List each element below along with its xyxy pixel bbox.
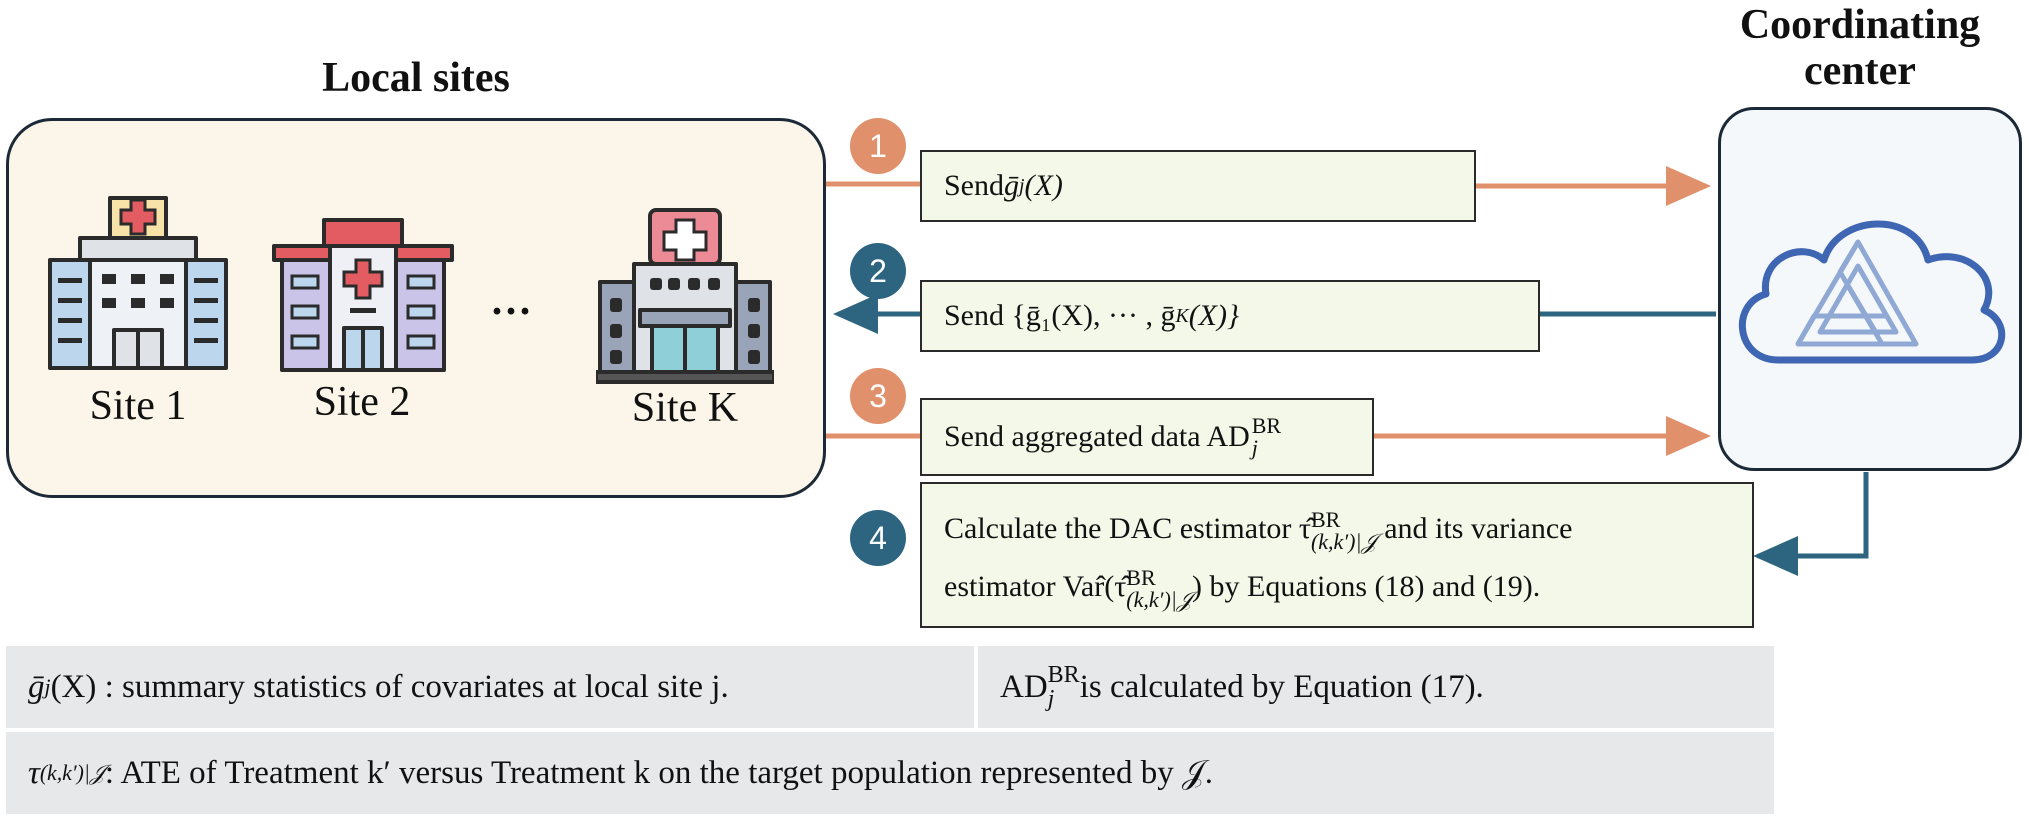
center-title-line1: Coordinating (1739, 2, 1981, 48)
coordinating-center-title: Coordinating center (1690, 2, 2029, 94)
step-2-badge: 2 (850, 243, 906, 299)
step-4-line2-sub: (k,k′)|𝒥 (1126, 587, 1193, 613)
step-1-math-after: (X) (1024, 169, 1063, 202)
legend-ad-text: is calculated by Equation (17). (1079, 668, 1484, 705)
arrow-step-4 (1766, 472, 1869, 559)
step-1-math: ḡ (1004, 169, 1019, 202)
step-3-sub: j (1251, 435, 1258, 460)
step-1-badge: 1 (850, 118, 906, 174)
local-sites-title: Local sites (322, 55, 510, 101)
step-1-sub: j (1019, 174, 1025, 197)
legend-tau-definition: τ(k,k′)|𝒥: ATE of Treatment k′ versus Tr… (6, 732, 1774, 814)
step-3-text: Send aggregated data AD (944, 420, 1250, 453)
step-3-badge: 3 (850, 368, 906, 424)
step-4-line1-sub: (k,k′)|𝒥 (1310, 529, 1377, 555)
step-2-text: Send {ḡ₁(X), ··· , ḡ (944, 299, 1176, 332)
step-4-line-2: estimator Var̂(τ̂BR(k,k′)|𝒥) by Equation… (944, 558, 1730, 616)
hospital-icon (596, 208, 774, 384)
cloud-icon (1738, 220, 2006, 364)
legend-tau-sub: (k,k′)|𝒥 (39, 760, 105, 785)
step-4-line2-post: ) by Equations (18) and (19). (1192, 570, 1541, 603)
step-4-badge: 4 (850, 510, 906, 566)
step-4-line2-sup: BR (1126, 565, 1156, 591)
step-4-line2-pre: estimator Var̂(τ̂ (944, 570, 1127, 603)
step-2-math-after: (X)} (1188, 299, 1239, 332)
step-2-sub: K (1175, 304, 1189, 327)
penrose-triangle-icon (1795, 239, 1919, 347)
step-1-text: Send (944, 169, 1004, 202)
legend-g-symbol: ḡ (28, 668, 45, 705)
step-4-line1-post: and its variance (1376, 512, 1573, 545)
legend-g-text: (X) : summary statistics of covariates a… (50, 668, 729, 705)
step-4-line1-pre: Calculate the DAC estimator τ̂ (944, 512, 1311, 545)
legend-g-sub: j (44, 674, 51, 699)
site-2-label: Site 2 (313, 379, 411, 425)
legend-tau-text: : ATE of Treatment k′ versus Treatment k… (104, 754, 1213, 791)
hospital-icon (272, 218, 454, 372)
step-4-line-1: Calculate the DAC estimator τ̂BR(k,k′)|𝒥… (944, 500, 1730, 558)
step-3-sup: BR (1251, 413, 1282, 438)
center-title-line2: center (1804, 48, 1916, 94)
site-k-label: Site K (631, 385, 739, 431)
legend-ad-symbol: AD (1000, 668, 1048, 705)
legend-tau-symbol: τ (28, 754, 40, 791)
hospital-icon (48, 196, 228, 370)
legend-ad-sub: j (1047, 686, 1055, 712)
sites-ellipsis: ··· (490, 289, 533, 335)
site-1-label: Site 1 (89, 383, 187, 429)
step-4-message: Calculate the DAC estimator τ̂BR(k,k′)|𝒥… (920, 482, 1754, 628)
legend-ad-sup: BR (1047, 662, 1080, 688)
step-4-line1-sup: BR (1310, 507, 1341, 533)
